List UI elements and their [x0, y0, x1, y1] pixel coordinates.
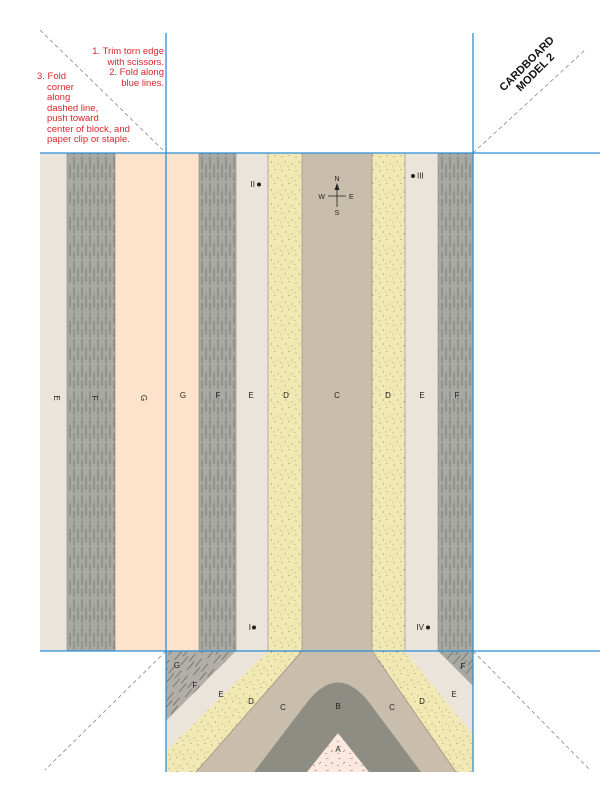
compass-n: N	[334, 176, 339, 183]
front-face	[166, 153, 473, 651]
instruction-line: along	[47, 92, 71, 103]
well-dot-icon	[252, 625, 256, 630]
front-label: E	[248, 391, 253, 400]
well-label-ii: II	[251, 180, 255, 189]
compass-w: W	[318, 194, 325, 201]
unit-f-front-left-texture	[199, 153, 236, 651]
instruction-line: 3. Fold	[37, 71, 67, 82]
contact-lines	[66, 153, 439, 651]
unit-d-front-left-texture	[268, 153, 302, 651]
bottom-label-f-left: F	[193, 681, 198, 690]
unit-e-left-face	[40, 153, 67, 651]
compass-e: E	[349, 194, 354, 201]
unit-b-bottom	[254, 682, 421, 772]
left-label: E	[52, 395, 61, 400]
front-label: D	[283, 391, 289, 400]
unit-f-bottom-right-texture	[438, 651, 473, 686]
dashed-fold-lines	[39, 29, 591, 771]
well-markers: II III I IV	[249, 172, 430, 632]
front-label: C	[334, 391, 340, 400]
front-unit-labels: G F E D C D E F	[180, 391, 460, 400]
bottom-label-d-left: D	[248, 697, 254, 706]
bottom-label-c-left: C	[280, 703, 286, 712]
unit-f-front-right-texture	[438, 153, 473, 651]
bottom-fold-panel	[166, 650, 473, 773]
blue-fold-lines	[40, 33, 600, 772]
unit-d-bottom-left-texture	[166, 651, 302, 772]
compass-s: S	[335, 210, 340, 217]
left-side-face	[40, 153, 166, 651]
left-unit-labels: E F G	[52, 395, 148, 401]
instruction-line: dashed line,	[47, 102, 99, 114]
instruction-line: 1. Trim torn edge	[92, 46, 164, 57]
unit-e-front-right	[405, 153, 438, 651]
unit-d-bottom-right-texture	[372, 651, 473, 772]
bottom-label-c-right: C	[389, 703, 395, 712]
bottom-label-e-left: E	[218, 690, 223, 699]
north-arrow-icon	[334, 183, 340, 190]
bottom-unit-labels: G F E D C B A C D E F	[174, 661, 466, 754]
compass-rose: N S W E	[318, 176, 354, 217]
unit-d-front-right-texture	[372, 153, 405, 651]
well-dot-icon	[257, 182, 261, 187]
instruction-step-1-2: 1. Trim torn edge with scissors. 2. Fold…	[60, 46, 164, 89]
bottom-label-e-right: E	[451, 690, 456, 699]
well-label-iii: III	[417, 172, 424, 181]
unit-e-front-left	[236, 153, 268, 651]
well-dot-icon	[426, 625, 430, 630]
well-label-iv: IV	[416, 623, 424, 632]
front-label: F	[216, 391, 221, 400]
front-label: F	[455, 391, 460, 400]
unit-a-bottom-texture	[307, 733, 369, 772]
front-label: D	[385, 391, 391, 400]
unit-c-front	[302, 153, 372, 651]
bottom-label-b: B	[335, 702, 340, 711]
well-dot-icon	[411, 174, 415, 178]
front-label: E	[419, 391, 424, 400]
front-label: G	[180, 391, 186, 400]
instruction-line: blue lines.	[121, 77, 164, 89]
bottom-label-a: A	[335, 745, 341, 754]
instruction-line: with scissors.	[107, 56, 164, 68]
unit-e-bottom-right	[405, 651, 473, 735]
instruction-line: 2. Fold along	[109, 67, 164, 78]
bottom-label-d-right: D	[419, 697, 425, 706]
instruction-line: paper clip or staple.	[47, 134, 130, 145]
bottom-label-f-right: F	[461, 662, 466, 671]
unit-f-left-face-texture	[67, 153, 115, 651]
well-label-i: I	[249, 623, 251, 632]
unit-g-front	[166, 153, 199, 651]
instruction-line: push toward	[47, 113, 99, 124]
instruction-step-3: 3. Fold corner along dashed line, push t…	[37, 71, 167, 146]
left-label: G	[139, 395, 148, 401]
left-label: F	[90, 396, 99, 401]
unit-g-left-face	[115, 153, 166, 651]
instruction-line: corner	[47, 81, 74, 93]
bottom-label-g: G	[174, 661, 180, 670]
instruction-line: center of block, and	[47, 123, 130, 135]
